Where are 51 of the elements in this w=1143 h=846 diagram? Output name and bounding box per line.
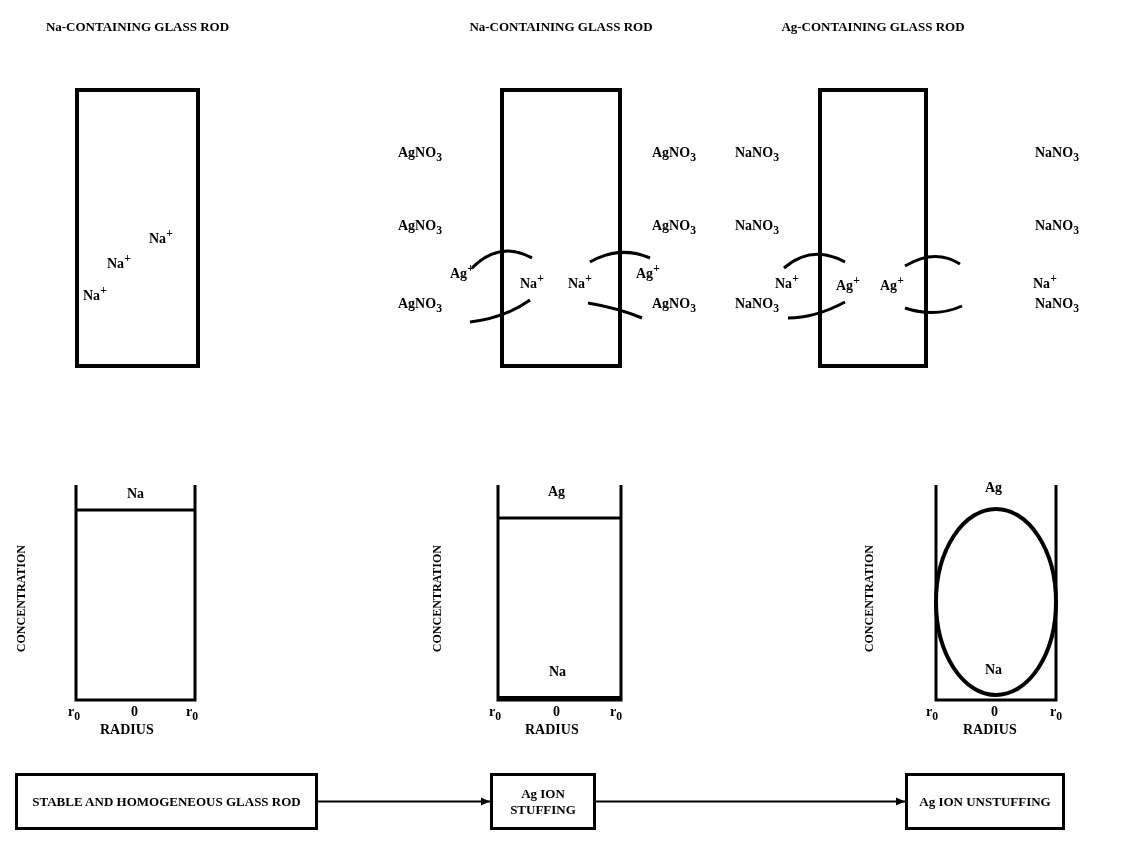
rod-title: Na-CONTAINING GLASS ROD <box>468 18 654 36</box>
compound-label: NaNO$_{3}$ <box>735 296 779 315</box>
tick-label: 0 <box>131 704 138 720</box>
compound-label: AgNO$_{3}$ <box>652 218 696 237</box>
ion-label: Ag$^{+}$ <box>836 274 860 294</box>
tick-label: 0 <box>553 704 560 720</box>
compound-label: AgNO$_{3}$ <box>398 218 442 237</box>
tick-label: r$_{0}$ <box>489 704 502 723</box>
ion-label: Na$^{+}$ <box>107 252 131 272</box>
curve-label: Na <box>985 662 1003 678</box>
tick-label: 0 <box>991 704 998 720</box>
ion-label: Na$^{+}$ <box>520 272 544 292</box>
curve-label: Na <box>127 486 145 502</box>
curve-label: Ag <box>548 484 566 500</box>
axis-title: CONCENTRATION <box>862 545 877 653</box>
ion-label: Na$^{+}$ <box>83 284 107 304</box>
ion-label: Na$^{+}$ <box>568 272 592 292</box>
axis-title: RADIUS <box>963 722 1017 738</box>
axis-title: RADIUS <box>525 722 579 738</box>
curve-label: Ag <box>985 480 1003 496</box>
compound-label: AgNO$_{3}$ <box>398 145 442 164</box>
tick-label: r$_{0}$ <box>186 704 199 723</box>
axis-title: CONCENTRATION <box>430 545 445 653</box>
ion-label: Ag$^{+}$ <box>450 262 474 282</box>
tick-label: r$_{0}$ <box>610 704 623 723</box>
process-box: Ag ION UNSTUFFING <box>905 773 1065 830</box>
rod-title: Ag-CONTAINING GLASS ROD <box>780 18 966 36</box>
ion-label: Na$^{+}$ <box>775 272 799 292</box>
compound-label: NaNO$_{3}$ <box>1035 296 1079 315</box>
axis-title: CONCENTRATION <box>14 545 29 653</box>
compound-label: NaNO$_{3}$ <box>1035 145 1079 164</box>
arrow <box>317 797 491 806</box>
tick-label: r$_{0}$ <box>1050 704 1063 723</box>
tick-label: r$_{0}$ <box>68 704 81 723</box>
compound-label: NaNO$_{3}$ <box>735 218 779 237</box>
process-box: Ag ION STUFFING <box>490 773 596 830</box>
rod-title: Na-CONTAINING GLASS ROD <box>44 18 231 36</box>
ion-label: Na$^{+}$ <box>1033 272 1057 292</box>
ion-label: Ag$^{+}$ <box>880 274 904 294</box>
arrow <box>595 797 906 806</box>
process-box: STABLE AND HOMOGENEOUS GLASS ROD <box>15 773 318 830</box>
compound-label: AgNO$_{3}$ <box>652 296 696 315</box>
compound-label: NaNO$_{3}$ <box>1035 218 1079 237</box>
compound-label: AgNO$_{3}$ <box>652 145 696 164</box>
ion-label: Ag$^{+}$ <box>636 262 660 282</box>
compound-label: NaNO$_{3}$ <box>735 145 779 164</box>
curve-label: Na <box>549 664 567 680</box>
tick-label: r$_{0}$ <box>926 704 939 723</box>
ion-label: Na$^{+}$ <box>149 227 173 247</box>
compound-label: AgNO$_{3}$ <box>398 296 442 315</box>
axis-title: RADIUS <box>100 722 154 738</box>
